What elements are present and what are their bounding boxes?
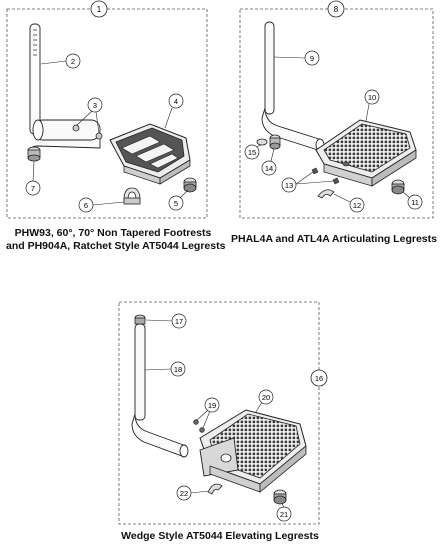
panel-1-number: 1 [97,5,102,14]
hanger-tube-8 [261,21,325,152]
callout-21-label: 21 [280,510,288,519]
callout-22-label: 22 [180,489,188,498]
panel-8: 8 [239,0,434,219]
callout-15: 15 [244,144,262,160]
bushing-part-14 [269,134,281,150]
clip-part-22 [207,483,223,495]
callout-12-label: 12 [353,201,361,210]
callout-3: 3 [76,97,103,134]
callout-9: 9 [273,50,320,66]
callout-2-label: 2 [71,57,75,66]
clip-part-12 [317,189,335,199]
panel-1-caption-line-1: PHW93, 60°, 70° Non Tapered Footrests [14,227,212,239]
panel-16: 16 [118,301,328,525]
callout-22: 22 [176,485,210,501]
callout-11-label: 11 [411,198,419,207]
panel-1: 1 [6,0,208,219]
cap-part-21 [273,489,287,505]
callout-7: 7 [25,160,41,196]
hanger-tube-1 [29,23,101,153]
callout-17: 17 [145,313,187,329]
cap-part-5 [183,177,197,193]
panel-8-caption: PHAL4A and ATL4A Articulating Legrests [231,233,437,245]
callout-21: 21 [276,502,292,522]
callout-panel-8: 8 [327,0,345,18]
callout-4-label: 4 [174,97,178,106]
screws-part-3 [72,124,103,140]
callout-4: 4 [164,93,184,129]
callout-10: 10 [364,89,380,122]
clamp-part-6 [123,187,141,205]
callout-14: 14 [261,148,277,176]
panel-1-caption-line-2: and PH904A, Ratchet Style AT5044 Legrest… [6,240,226,252]
footplate-part-4 [109,123,191,185]
callout-14-label: 14 [265,164,273,173]
panel-8-number: 8 [334,5,339,14]
callout-6-label: 6 [84,201,88,210]
hanger-tube-16 [131,323,189,458]
callout-10-label: 10 [368,93,376,102]
callout-3-label: 3 [93,101,97,110]
panel-16-number: 16 [315,374,323,383]
callout-18-label: 18 [174,365,182,374]
callout-17-label: 17 [175,317,183,326]
callout-19-label: 19 [208,401,216,410]
callout-13-label: 13 [285,181,293,190]
cap-part-17 [134,314,146,325]
footplate-part-10 [315,119,417,187]
callout-15-label: 15 [248,148,256,157]
bushing-part-7 [27,146,41,162]
screws-part-19 [193,419,205,433]
callout-20-label: 20 [262,393,270,402]
panel-16-caption: Wedge Style AT5044 Elevating Legrests [121,530,319,542]
footplate-part-20 [199,409,307,493]
callout-panel-1: 1 [90,0,108,18]
panel-1-caption: PHW93, 60°, 70° Non Tapered Footrests an… [6,227,226,253]
cap-part-11 [391,179,405,195]
callout-19: 19 [196,397,220,429]
callout-5-label: 5 [174,199,178,208]
callout-11: 11 [402,191,423,210]
callout-18: 18 [144,361,186,377]
callout-7-label: 7 [31,184,35,193]
bushing-part-15 [256,138,268,146]
callout-panel-16: 16 [310,369,328,387]
callout-13: 13 [281,171,335,193]
callout-12: 12 [333,193,365,213]
callout-20: 20 [255,389,274,413]
pins-part-13 [311,167,340,185]
panel-16-frame [118,301,320,525]
callout-5: 5 [168,189,189,211]
callout-2: 2 [40,53,81,69]
callout-9-label: 9 [310,54,314,63]
callout-6: 6 [78,197,125,213]
